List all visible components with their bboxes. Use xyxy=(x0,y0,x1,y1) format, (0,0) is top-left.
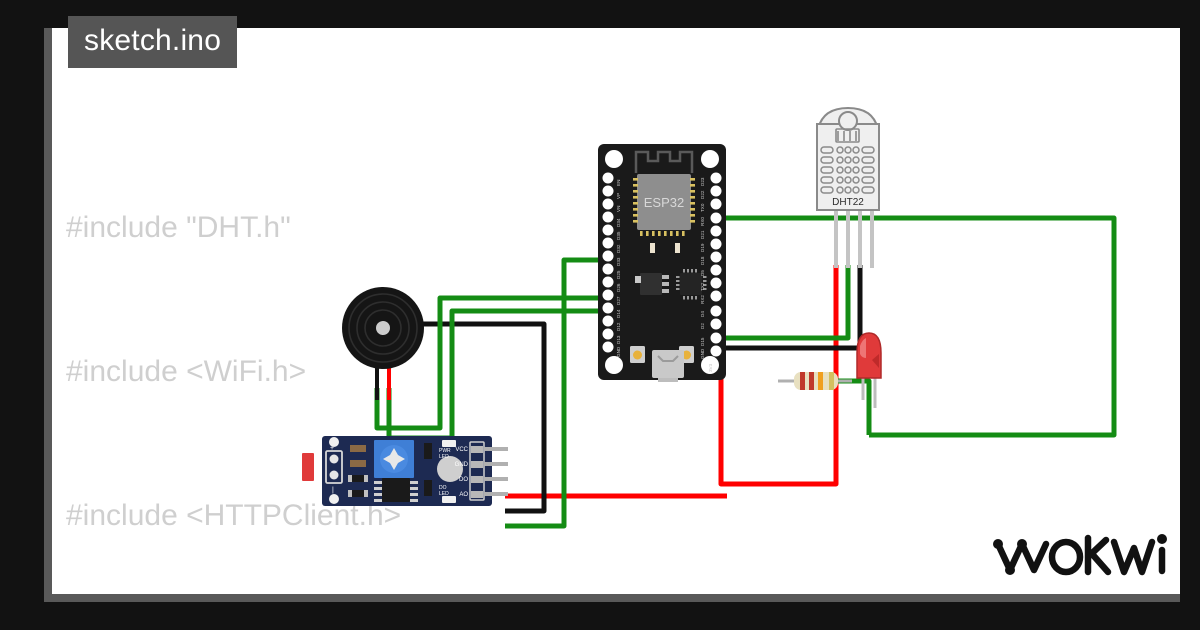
smd-passive xyxy=(675,243,680,253)
svg-text:D33: D33 xyxy=(616,257,621,266)
wire-buzzer-gnd[interactable] xyxy=(374,295,612,431)
usb-connector xyxy=(652,350,684,382)
wire-led-anode[interactable] xyxy=(721,215,1117,438)
resistor-band-4 xyxy=(829,372,834,390)
wire-dht22-data[interactable] xyxy=(721,265,851,341)
svg-text:D25: D25 xyxy=(616,270,621,279)
board-left-header[interactable] xyxy=(602,172,614,353)
boot-button[interactable] xyxy=(630,346,645,363)
red-led[interactable] xyxy=(856,332,882,408)
comparator-ic xyxy=(374,478,418,502)
svg-text:VCC: VCC xyxy=(455,447,468,453)
svg-text:D12: D12 xyxy=(616,322,621,331)
svg-text:D32: D32 xyxy=(616,244,621,253)
electrolytic-cap xyxy=(437,456,463,482)
resistor-band-3 xyxy=(818,372,823,390)
diagram-canvas[interactable]: #include "DHT.h" #include <WiFi.h> #incl… xyxy=(52,28,1180,594)
ldr-minus-label: | xyxy=(332,487,334,494)
svg-text:D35: D35 xyxy=(616,231,621,240)
pcb-antenna xyxy=(634,150,694,173)
ldr-pin-header[interactable] xyxy=(469,441,508,501)
svg-text:3V3: 3V3 xyxy=(708,363,713,372)
svg-text:D22: D22 xyxy=(700,190,705,199)
svg-text:EN: EN xyxy=(616,180,621,186)
wokwi-logo-nodes xyxy=(993,534,1167,575)
svg-text:GND: GND xyxy=(616,346,621,357)
smd-cap xyxy=(424,480,432,496)
dht22-vents xyxy=(835,128,860,143)
svg-text:D14: D14 xyxy=(616,309,621,318)
smd-cap xyxy=(424,443,432,459)
svg-text:VN: VN xyxy=(616,206,621,212)
trim-potentiometer[interactable] xyxy=(374,440,414,478)
svg-text:RX2: RX2 xyxy=(700,295,705,304)
svg-text:D2: D2 xyxy=(700,323,705,329)
buzzer[interactable] xyxy=(342,287,424,400)
svg-text:GND: GND xyxy=(455,462,469,468)
ldr-plus-label: + xyxy=(330,445,334,452)
wire-ldr-ao[interactable] xyxy=(505,257,612,529)
svg-text:VP: VP xyxy=(616,193,621,199)
svg-text:LED: LED xyxy=(439,454,449,460)
wire-group xyxy=(350,215,1117,529)
svg-text:D5: D5 xyxy=(700,270,705,276)
svg-text:TX2: TX2 xyxy=(700,282,705,291)
pwr-led xyxy=(442,440,456,447)
svg-text:AO: AO xyxy=(459,492,468,498)
svg-text:D26: D26 xyxy=(616,283,621,292)
svg-text:D13: D13 xyxy=(616,335,621,344)
dht22-label: DHT22 xyxy=(832,197,864,208)
svg-text:GND: GND xyxy=(700,348,705,359)
svg-text:D4: D4 xyxy=(700,311,705,317)
svg-text:TX0: TX0 xyxy=(700,203,705,212)
code-line: #include "DHT.h" xyxy=(66,211,291,244)
shield-pads xyxy=(633,178,695,236)
svg-text:D15: D15 xyxy=(700,337,705,346)
code-line: #include <WiFi.h> xyxy=(66,355,307,388)
board-pin-labels: EN VP VN D34 D35 D32 D33 D25 D26 D27 D14… xyxy=(616,177,713,372)
wokwi-logo[interactable] xyxy=(990,526,1170,584)
dht22-legs xyxy=(834,206,874,268)
circuit-diagram[interactable]: ESP32 xyxy=(52,28,1180,594)
resistor[interactable] xyxy=(778,372,852,390)
ldr-pin-labels: VCC GND DO AO xyxy=(455,447,469,498)
svg-text:D18: D18 xyxy=(700,256,705,265)
resistor-band-1 xyxy=(800,372,805,390)
ldr-element xyxy=(302,453,314,481)
usb-uart-chip xyxy=(676,269,707,300)
svg-text:DO: DO xyxy=(439,485,447,491)
svg-text:D23: D23 xyxy=(700,177,705,186)
svg-text:D19: D19 xyxy=(700,243,705,252)
svg-text:D27: D27 xyxy=(616,296,621,305)
ldr-silkscreen: PWR LED DO LED xyxy=(439,448,451,497)
esp32-board[interactable]: ESP32 xyxy=(598,144,726,382)
svg-text:DO: DO xyxy=(459,477,468,483)
file-tab-label: sketch.ino xyxy=(84,24,222,57)
wire-ldr-gnd[interactable] xyxy=(350,321,547,514)
svg-text:RX0: RX0 xyxy=(700,217,705,226)
dht22-sensor[interactable]: DHT22 xyxy=(816,106,880,268)
board-right-header[interactable] xyxy=(710,172,722,357)
do-led xyxy=(442,496,456,503)
svg-text:D21: D21 xyxy=(700,230,705,239)
file-tab[interactable]: sketch.ino xyxy=(68,16,238,68)
voltage-regulator xyxy=(640,273,662,295)
svg-text:PWR: PWR xyxy=(439,448,451,454)
svg-text:D34: D34 xyxy=(616,218,621,227)
buzzer-vent-hole xyxy=(376,321,390,335)
smd-passive xyxy=(650,243,655,253)
svg-text:LED: LED xyxy=(439,491,449,497)
esp32-chip-label: ESP32 xyxy=(644,195,684,210)
ldr-smd-parts xyxy=(348,445,368,497)
dht22-grille xyxy=(820,146,875,194)
ldr-photoresistor-module[interactable]: + | xyxy=(302,436,508,506)
resistor-band-2 xyxy=(809,372,814,390)
